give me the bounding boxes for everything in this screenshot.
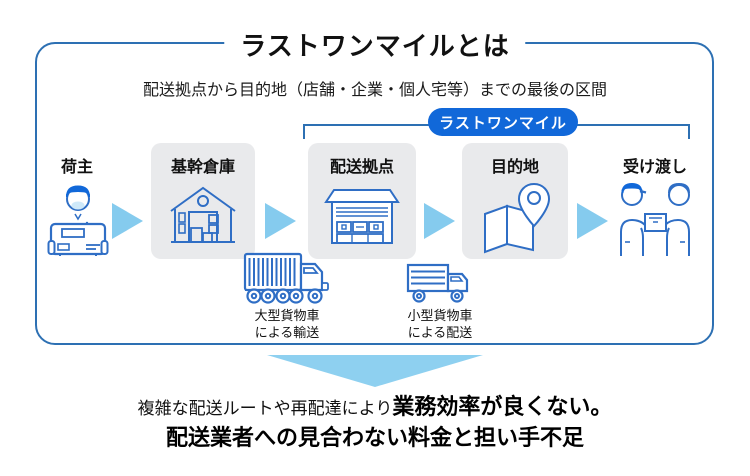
page-title: ラストワンマイルとは [224,26,526,63]
large-truck-label-line1: 大型貨物車 [254,308,320,323]
handover-icon [609,180,701,256]
conclusion-line2: 配送業者への見合わない料金と担い手不足 [165,425,584,450]
stage-label-shipper: 荷主 [60,159,93,176]
down-arrow [267,355,483,387]
subtitle: 配送拠点から目的地（店舗・企業・個人宅等）までの最後の区間 [142,82,607,99]
flow-arrow-4 [577,203,608,239]
stage-label-destination: 目的地 [490,159,539,176]
stage-label-warehouse: 基幹倉庫 [170,159,235,176]
small-truck-label-line1: 小型貨物車 [407,308,473,323]
large-truck-label: 大型貨物車 による輸送 [243,307,331,341]
destination-icon [477,180,553,254]
large-truck-label-line2: による輸送 [254,325,320,340]
flow-arrow-3 [424,203,455,239]
conclusion-line1-normal: 複雑な配送ルートや再配達により [137,399,393,418]
shipper-icon [46,182,110,256]
small-truck-label-line2: による配送 [407,325,473,340]
stage-label-handover: 受け渡し [622,159,687,176]
warehouse-icon [166,182,240,248]
large-truck-icon [243,251,331,307]
stage-label-depot: 配送拠点 [329,159,394,176]
conclusion-line1-bold: 業務効率が良くない。 [392,394,613,419]
depot-icon [323,185,401,247]
conclusion-line1: 複雑な配送ルートや再配達により業務効率が良くない。 [0,393,750,424]
last-mile-badge: ラストワンマイル [428,108,578,136]
small-truck-icon [406,262,474,306]
flow-arrow-1 [112,203,143,239]
small-truck-label: 小型貨物車 による配送 [396,307,484,341]
flow-arrow-2 [265,203,296,239]
